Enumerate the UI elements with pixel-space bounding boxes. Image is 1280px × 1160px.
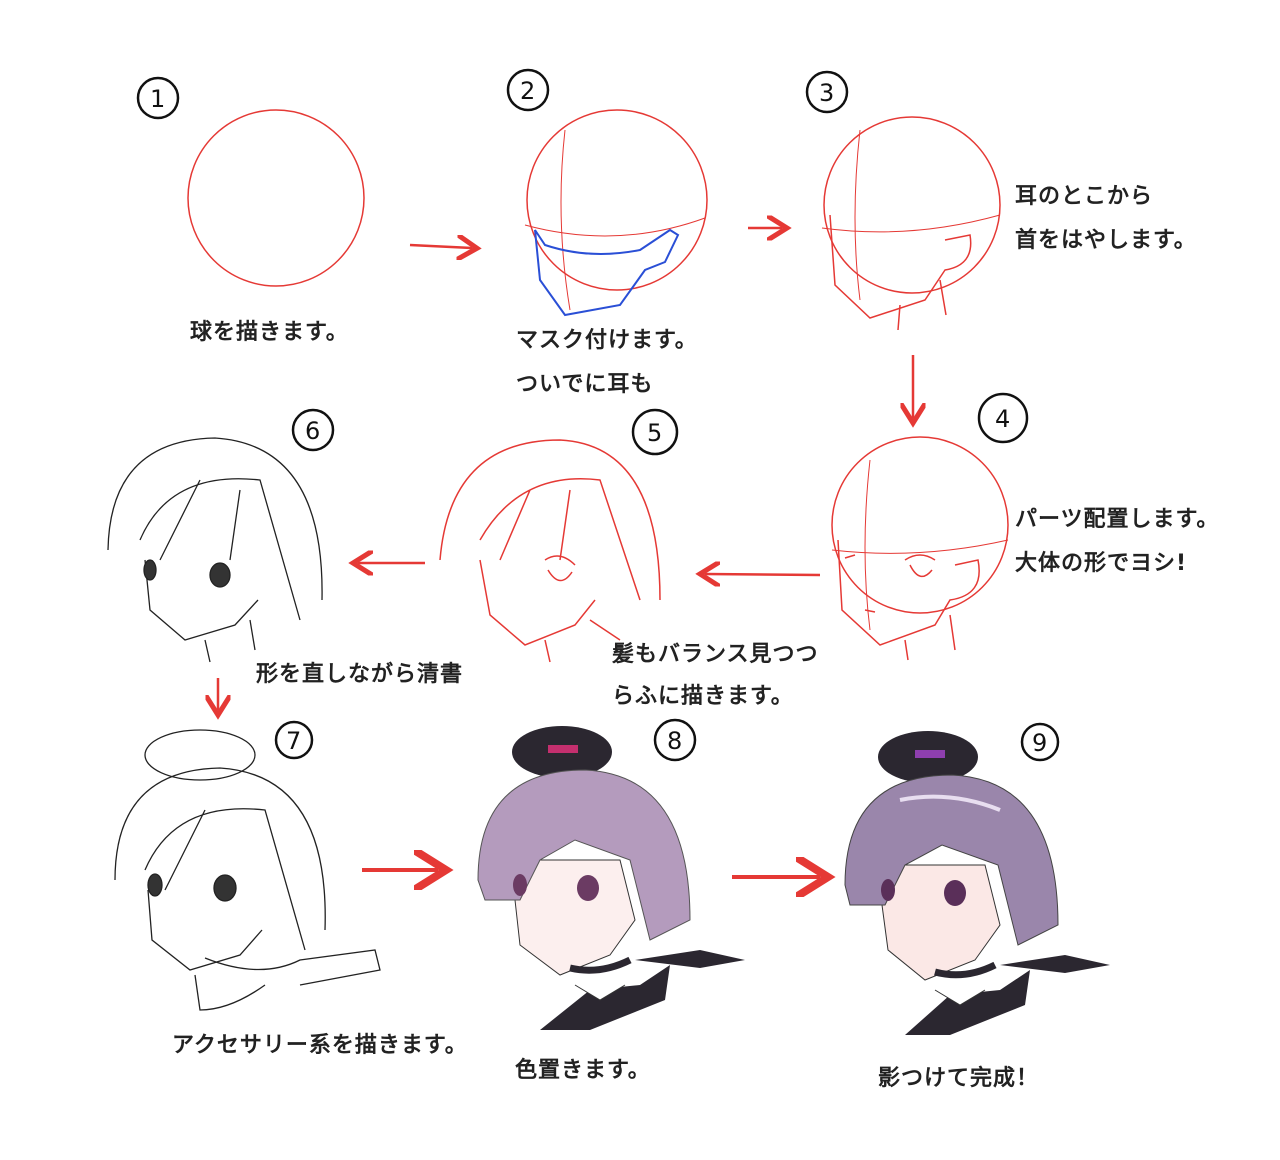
step-5-caption-line-1: 髪もバランス見つつ (612, 642, 819, 667)
svg-text:5: 5 (647, 419, 662, 447)
step-4-caption-line-1: パーツ配置します。 (1015, 507, 1220, 532)
step-1-caption: 球を描きます。 (190, 320, 349, 345)
clean-lineart (107, 437, 323, 663)
head-parts-sketch (831, 436, 1009, 661)
step-number-8: 8 (653, 718, 697, 762)
head-mask-sketch (524, 109, 708, 317)
svg-text:6: 6 (305, 417, 320, 445)
step-number-5: 5 (631, 408, 679, 456)
step-9-caption: 影つけて完成！ (878, 1066, 1040, 1091)
step-5-caption-line-2: らふに描きます。 (612, 684, 794, 709)
sphere-sketch (187, 109, 365, 287)
step-number-9: 9 (1020, 722, 1060, 762)
svg-text:4: 4 (995, 405, 1010, 433)
head-neck-sketch (821, 116, 1001, 331)
arrow-4-to-5 (705, 574, 821, 575)
svg-text:9: 9 (1032, 729, 1047, 757)
finished-illustration (844, 731, 1110, 1035)
step-number-4: 4 (977, 392, 1029, 444)
step-number-7: 7 (274, 720, 314, 760)
accessory-lineart (114, 729, 381, 1011)
svg-text:7: 7 (286, 727, 301, 755)
svg-text:1: 1 (150, 85, 165, 113)
step-7-caption: アクセサリー系を描きます。 (172, 1033, 468, 1058)
step-4-caption-line-2: 大体の形でヨシ! (1015, 551, 1188, 576)
hair-rough-sketch (439, 439, 661, 663)
step-number-6: 6 (291, 408, 335, 452)
step-3-caption-line-2: 首をはやします。 (1015, 228, 1197, 253)
flat-color-illustration (477, 726, 745, 1030)
step-2-caption-line-2: ついでに耳も (516, 372, 654, 397)
svg-text:8: 8 (667, 727, 682, 755)
arrow-1-to-2 (409, 245, 472, 248)
svg-text:3: 3 (819, 79, 834, 107)
step-number-3: 3 (805, 70, 849, 114)
step-6-caption: 形を直しながら清書 (256, 662, 464, 687)
step-8-caption: 色置きます。 (515, 1058, 651, 1083)
step-3-caption-line-1: 耳のとこから (1015, 184, 1154, 209)
step-number-1: 1 (136, 76, 180, 120)
svg-text:2: 2 (520, 77, 535, 105)
step-number-2: 2 (506, 68, 550, 112)
step-2-caption-line-1: マスク付けます。 (516, 328, 698, 353)
